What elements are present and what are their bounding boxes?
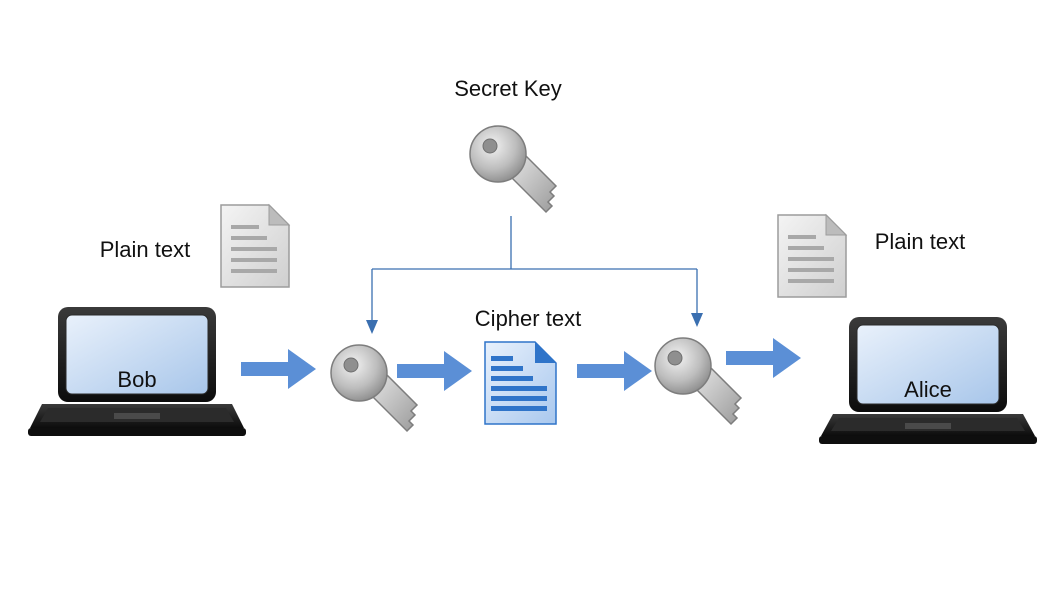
alice-laptop-icon <box>819 317 1037 444</box>
bob-label: Bob <box>117 367 156 392</box>
plain-text-left-label: Plain text <box>100 237 191 262</box>
plain-text-document-icon-left <box>220 204 290 288</box>
alice-label: Alice <box>904 377 952 402</box>
cipher-text-label: Cipher text <box>475 306 581 331</box>
connector-arrowhead-right <box>691 313 703 327</box>
cipher-document-icon <box>484 341 557 425</box>
secret-key-icon <box>469 125 557 213</box>
key-distribution-connector <box>371 216 698 324</box>
flow-arrow-bob-to-encrypt <box>241 349 316 389</box>
flow-arrow-encrypt-to-cipher <box>397 351 472 391</box>
encryption-key-icon <box>330 344 418 432</box>
secret-key-label: Secret Key <box>454 76 562 101</box>
plain-text-document-icon-right <box>777 214 847 298</box>
connector-arrowhead-left <box>366 320 378 334</box>
bob-laptop-icon <box>28 307 246 436</box>
flow-arrow-decrypt-to-alice <box>726 338 801 378</box>
plain-text-right-label: Plain text <box>875 229 966 254</box>
decryption-key-icon <box>654 337 742 425</box>
flow-arrow-cipher-to-decrypt <box>577 351 652 391</box>
